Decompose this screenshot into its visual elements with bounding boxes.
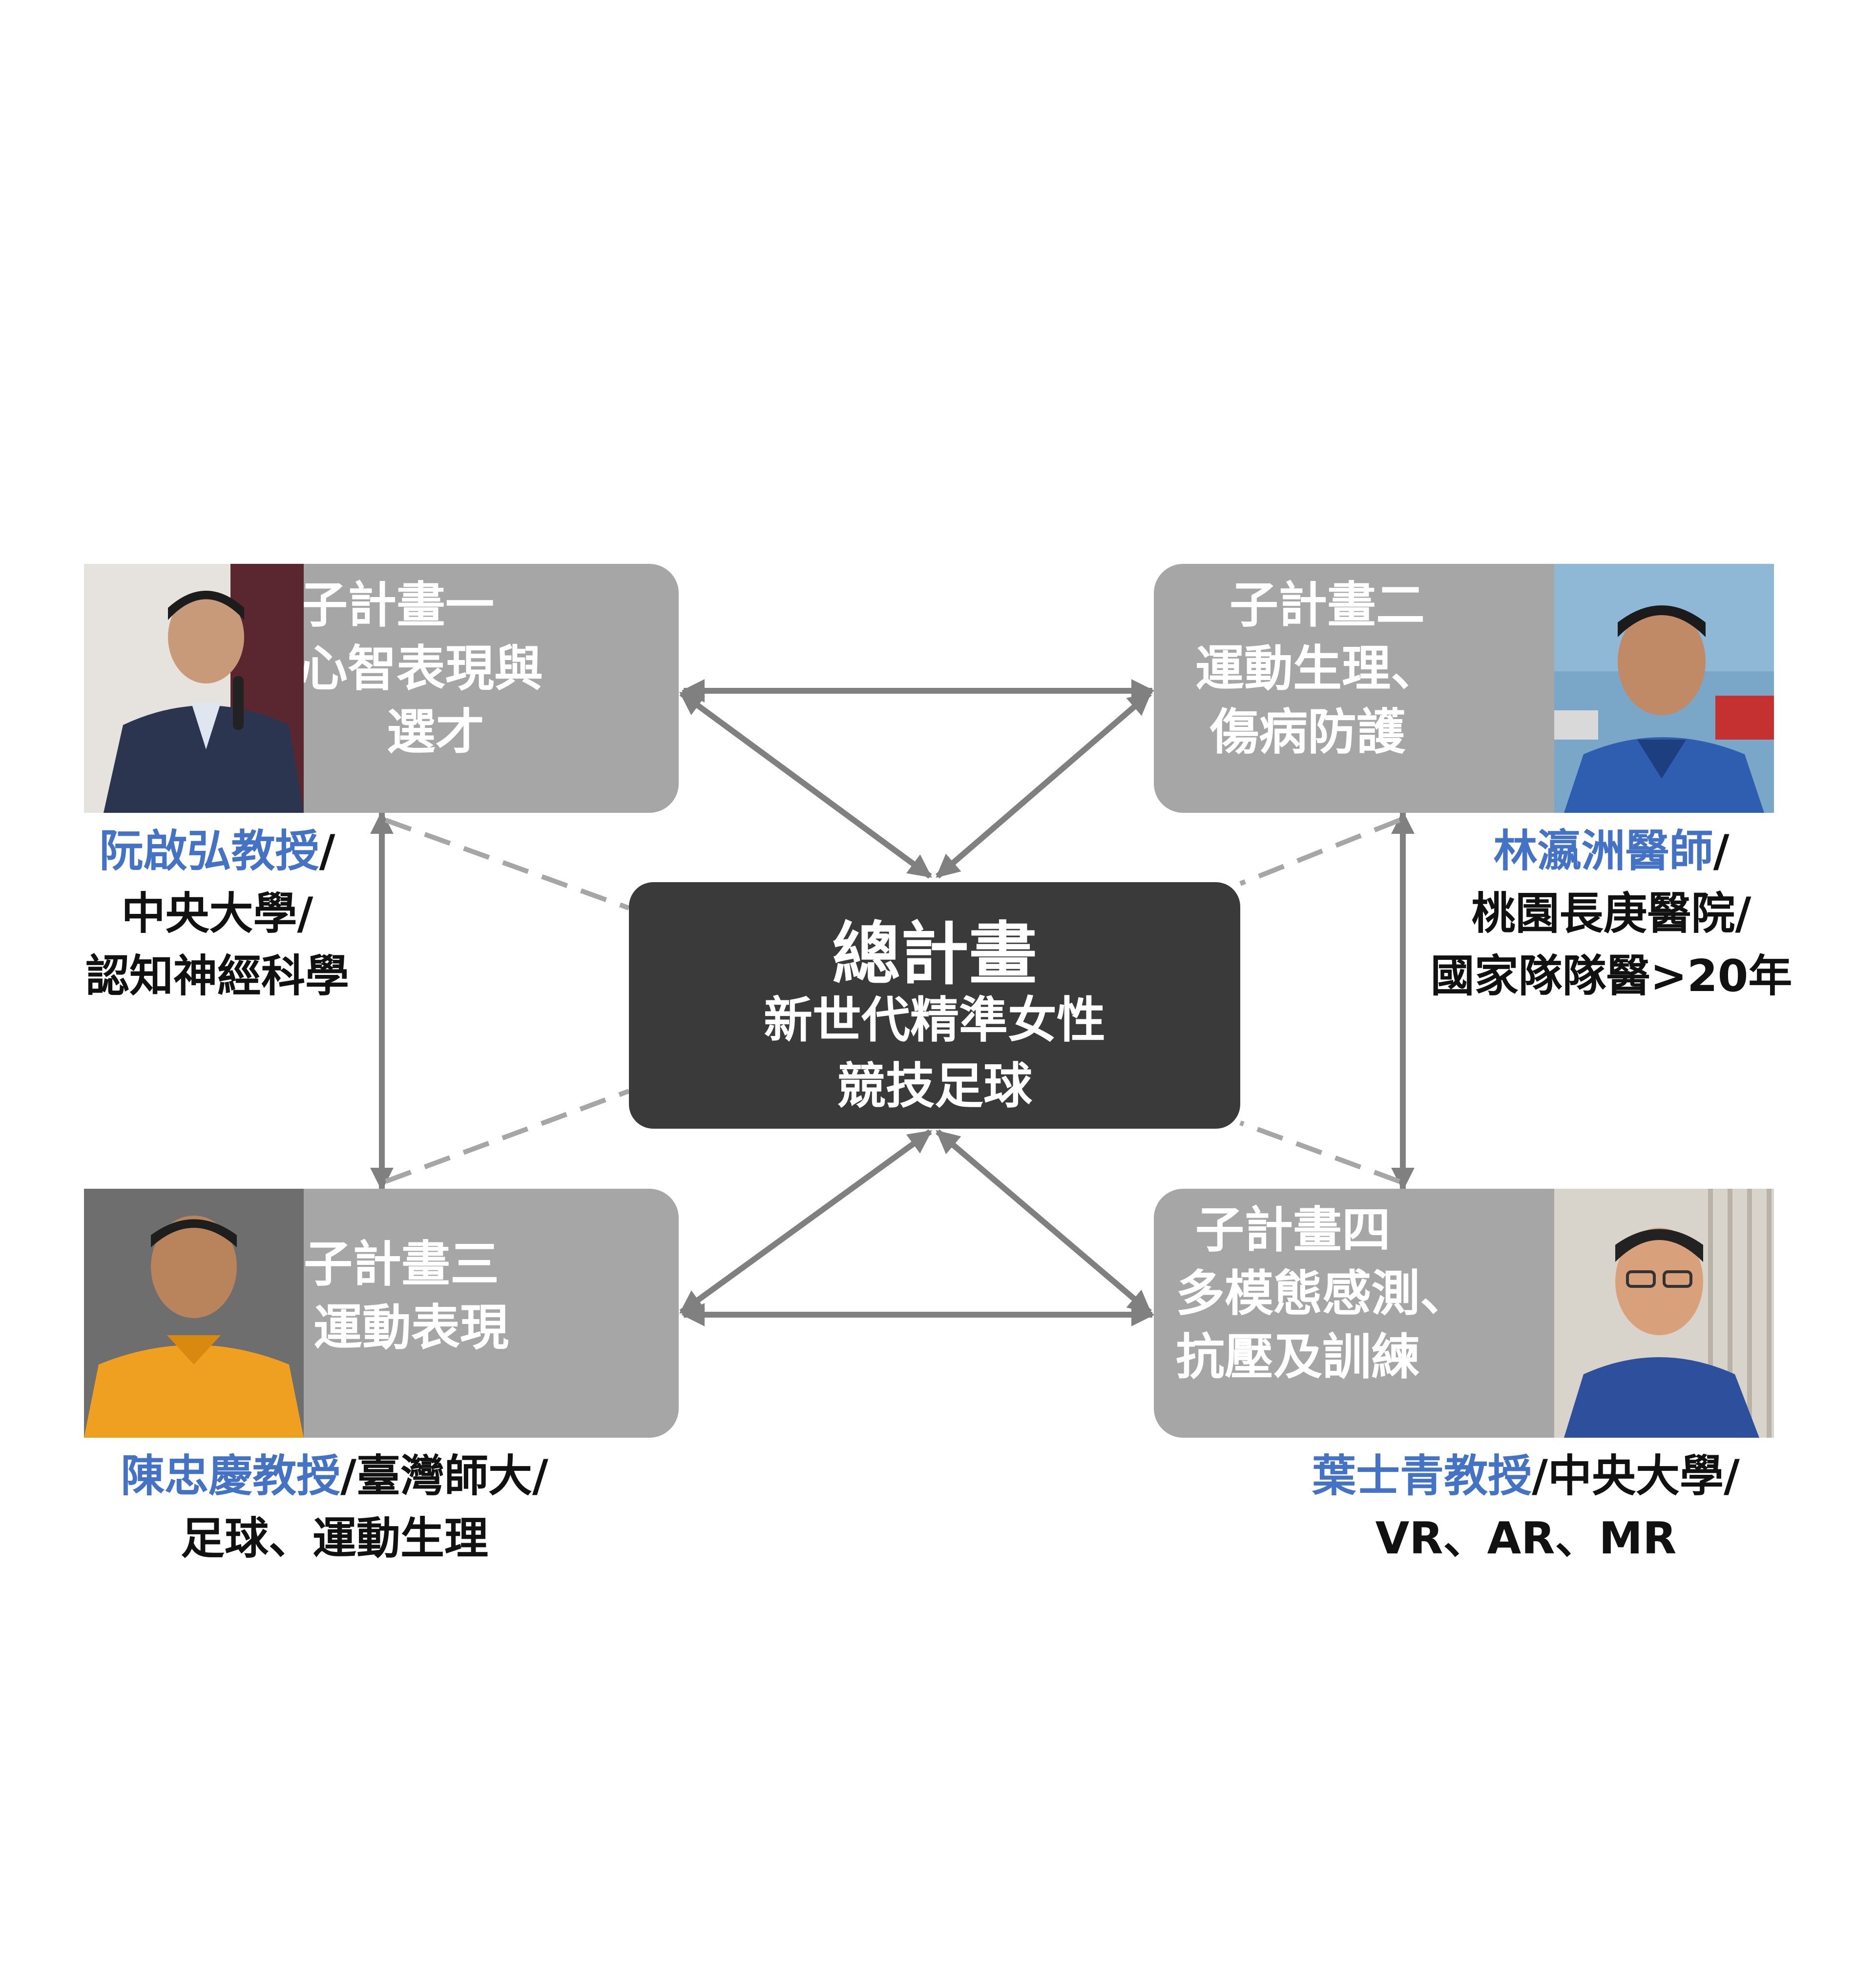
subproject-4-topic-line2: 抗壓及訓練 — [1176, 1328, 1420, 1385]
subproject-1-leader-photo — [84, 564, 304, 813]
subproject-4-affiliation: /中央大學/ — [1532, 1450, 1740, 1502]
person-portrait-icon — [84, 1189, 304, 1438]
arrow-sub1-main — [679, 691, 932, 879]
subproject-3-leader-name: 陳忠慶教授 — [121, 1450, 341, 1502]
subproject-2-caption-separator: / — [1713, 826, 1730, 877]
subproject-2-topic-line1: 運動生理、 — [1195, 640, 1439, 697]
person-portrait-icon — [1554, 1189, 1774, 1438]
subproject-4-leader-photo — [1554, 1189, 1774, 1438]
person-portrait-icon — [84, 564, 304, 813]
subproject-1-affiliation: 中央大學/ — [121, 888, 313, 939]
subproject-3-caption: 陳忠慶教授/臺灣師大/ 足球、運動生理 — [54, 1445, 615, 1570]
subproject-1-leader-name: 阮啟弘教授 — [99, 826, 319, 877]
dashed-link-sub4-main — [1239, 1120, 1400, 1184]
dashed-link-sub3-main — [385, 1089, 630, 1184]
subproject-1-topic-line2: 選才 — [387, 703, 484, 761]
subproject-3-field: 足球、運動生理 — [181, 1512, 488, 1564]
subproject-3-title: 子計畫三 — [304, 1236, 499, 1293]
subproject-1-title: 子計畫一 — [299, 577, 494, 634]
subproject-2-topic-line2: 傷病防護 — [1210, 703, 1405, 761]
dashed-link-sub1-main — [385, 818, 630, 910]
subproject-2-leader-name: 林瀛洲醫師 — [1493, 826, 1713, 877]
subproject-2-caption: 林瀛洲醫師/ 桃園長庚醫院/ 國家隊隊醫>20年 — [1397, 820, 1826, 1007]
subproject-4-field: VR、AR、MR — [1375, 1512, 1677, 1564]
subproject-1-topic-line1: 心智表現與 — [299, 640, 543, 697]
main-project-box: 總計畫 新世代精準女性 競技足球 — [629, 882, 1240, 1129]
subproject-2-leader-photo — [1554, 564, 1774, 813]
arrow-main-sub3 — [679, 1129, 932, 1315]
subproject-1-caption: 阮啟弘教授/ 中央大學/ 認知神經科學 — [54, 820, 381, 1007]
main-project-title: 總計畫 — [832, 915, 1037, 994]
subproject-4-topic-line1: 多模態感測、 — [1176, 1265, 1469, 1322]
arrow-main-sub4 — [936, 1129, 1152, 1315]
subproject-1-caption-separator: / — [319, 826, 335, 877]
subproject-2-role: 國家隊隊醫>20年 — [1430, 950, 1793, 1002]
main-project-subtitle-line2: 競技足球 — [837, 1057, 1032, 1115]
subproject-3-affiliation: /臺灣師大/ — [340, 1450, 548, 1502]
subproject-4-title: 子計畫四 — [1195, 1201, 1391, 1259]
subproject-2-title: 子計畫二 — [1230, 577, 1425, 634]
subproject-1-field: 認知神經科學 — [85, 950, 349, 1002]
subproject-3-topic: 運動表現 — [313, 1299, 509, 1356]
person-portrait-icon — [1554, 564, 1774, 813]
subproject-2-affiliation: 桃園長庚醫院/ — [1471, 888, 1751, 939]
main-project-subtitle-line1: 新世代精準女性 — [764, 992, 1105, 1049]
dashed-link-sub2-main — [1239, 818, 1400, 886]
subproject-4-caption: 葉士青教授/中央大學/ VR、AR、MR — [1221, 1445, 1831, 1570]
subproject-4-leader-name: 葉士青教授 — [1312, 1450, 1532, 1502]
arrow-sub2-main — [936, 691, 1152, 879]
subproject-3-leader-photo — [84, 1189, 304, 1438]
